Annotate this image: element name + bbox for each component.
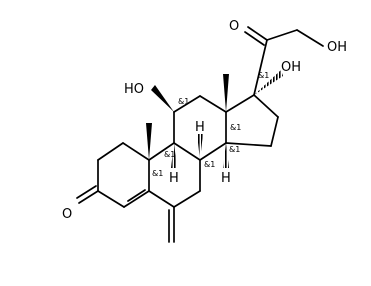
bond-c4-c5 bbox=[123, 190, 150, 208]
atom-label-h-c14: H bbox=[221, 171, 231, 186]
bond-c9-c10 bbox=[148, 142, 175, 161]
c3-ketone: O bbox=[62, 185, 99, 222]
bond-c5-c6 bbox=[148, 190, 175, 208]
side-chain: O OH bbox=[229, 19, 347, 96]
bond-c3-o-double bbox=[76, 185, 97, 199]
hash-c17-oh bbox=[254, 70, 283, 95]
atom-label-o-c3: O bbox=[62, 207, 72, 222]
atom-label-oh-side-chain: OH bbox=[327, 40, 347, 55]
stereo-mark-c17: &1 bbox=[258, 71, 269, 80]
stereo-mark-c10: &1 bbox=[152, 169, 163, 178]
bond-c13-c17 bbox=[225, 94, 255, 113]
bond-c12-c13 bbox=[199, 95, 227, 113]
ring-b-bonds bbox=[148, 142, 201, 208]
stereo-mark-c9: &1 bbox=[164, 150, 175, 159]
atom-label-o-side-chain: O bbox=[229, 19, 239, 34]
ring-d-bonds bbox=[225, 94, 279, 147]
wedge-c11-oh bbox=[151, 85, 174, 112]
bond-c6-c7 bbox=[173, 190, 201, 208]
bond-c3-o bbox=[78, 190, 99, 204]
stereo-mark-c14: &1 bbox=[229, 145, 240, 154]
hash-c8-h bbox=[197, 134, 203, 160]
atom-label-h-c8: H bbox=[195, 120, 205, 135]
ring-c-bonds bbox=[173, 95, 227, 161]
bond-c11-c12 bbox=[173, 95, 201, 113]
stereo-mark-c13: &1 bbox=[230, 123, 241, 132]
wedge-c10-methyl bbox=[146, 123, 152, 160]
bond-c20-o-double bbox=[244, 31, 265, 46]
bond-c1-c2 bbox=[97, 142, 124, 161]
bond-c10-c1 bbox=[122, 142, 150, 161]
wedge-c13-methyl bbox=[223, 74, 229, 112]
bond-c21-oh bbox=[296, 29, 324, 47]
stereo-hydrogens: H H H bbox=[169, 120, 231, 186]
stereo-mark-c11: &1 bbox=[178, 97, 189, 106]
atom-label-ho-c11: HO bbox=[124, 82, 144, 97]
bond-c15-c14 bbox=[225, 142, 272, 147]
bond-c16-c15 bbox=[270, 116, 279, 147]
bond-c17-c16 bbox=[253, 94, 279, 118]
hash-c9-h bbox=[171, 143, 177, 168]
bond-c17-c20 bbox=[253, 39, 268, 96]
bond-c8-c9 bbox=[173, 142, 201, 161]
bond-c20-o bbox=[247, 26, 268, 41]
stereo-descriptors: &1 &1 &1 &1 &1 &1 &1 bbox=[152, 71, 269, 178]
bond-c14-c8 bbox=[199, 142, 227, 161]
bond-c4-c5-double bbox=[127, 189, 146, 202]
atom-label-oh-c17: OH bbox=[281, 60, 301, 75]
c6-methylene bbox=[168, 206, 175, 243]
bond-c20-c21 bbox=[266, 29, 298, 41]
stereo-mark-c8: &1 bbox=[204, 160, 215, 169]
ring-a-bonds bbox=[97, 142, 150, 208]
atom-label-h-c9: H bbox=[169, 171, 179, 186]
hash-c14-h bbox=[223, 143, 229, 168]
bond-c3-c4 bbox=[97, 190, 125, 208]
